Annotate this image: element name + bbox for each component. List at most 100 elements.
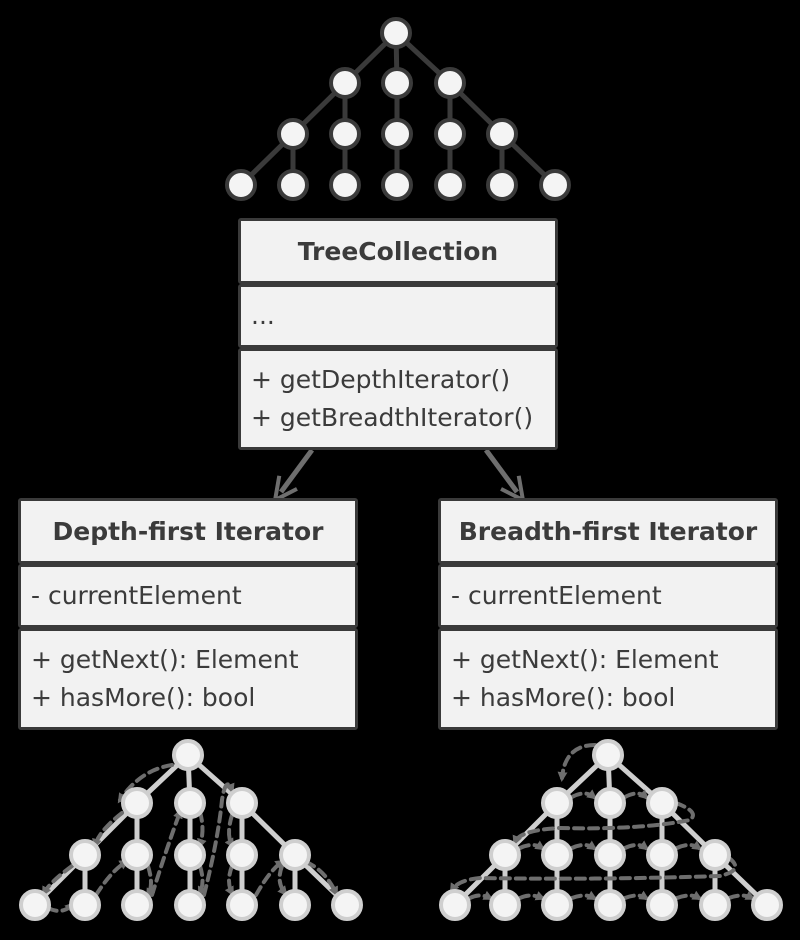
tree-node [486, 169, 518, 201]
tree-collection-methods: + getDepthIterator() + getBreadthIterato… [238, 348, 558, 450]
tree-collection-title-box: TreeCollection [238, 218, 558, 284]
tree-node [331, 889, 363, 921]
traversal-arrow [224, 813, 235, 849]
tree-node [225, 169, 257, 201]
tree-node [541, 787, 573, 819]
breadth-iterator-title: Breadth-first Iterator [458, 516, 758, 546]
breadth-iterator-fields: - currentElement [438, 564, 778, 628]
traversal-arrow [727, 890, 756, 900]
tree-node [434, 118, 466, 150]
tree-node [439, 889, 471, 921]
tree-node [69, 839, 101, 871]
breadth-iterator-method: + getNext(): Element [451, 645, 719, 674]
tree-node [277, 118, 309, 150]
traversal-arrow [202, 782, 235, 897]
tree-node [381, 118, 413, 150]
tree-collection-method: + getBreadthIterator() [251, 403, 534, 432]
tree-node [172, 739, 204, 771]
tree-node [751, 889, 783, 921]
tree-node [69, 889, 101, 921]
traversal-arrow [675, 890, 703, 900]
tree-node [541, 839, 573, 871]
tree-node [381, 67, 413, 99]
depth-iterator-class: Depth-first Iterator - currentElement + … [18, 498, 358, 730]
tree-collection-title: TreeCollection [297, 236, 499, 266]
breadth-iterator-class: Breadth-first Iterator - currentElement … [438, 498, 778, 730]
tree-node [121, 889, 153, 921]
breadth-iterator-title-box: Breadth-first Iterator [438, 498, 778, 564]
depth-iterator-title-box: Depth-first Iterator [18, 498, 358, 564]
tree-node [699, 839, 731, 871]
tree-node [329, 67, 361, 99]
tree-collection-fields: ... [238, 284, 558, 348]
tree-node [539, 169, 571, 201]
traversal-arrow [197, 810, 207, 849]
depth-iterator-field: - currentElement [31, 581, 242, 610]
tree-node [121, 839, 153, 871]
tree-node [489, 889, 521, 921]
tree-collection-method: + getDepthIterator() [251, 365, 511, 394]
tree-node [541, 889, 573, 921]
tree-node [121, 787, 153, 819]
tree-node [594, 787, 626, 819]
depth-tree [19, 739, 363, 921]
tree-node [594, 839, 626, 871]
depth-iterator-method: + hasMore(): bool [31, 683, 256, 712]
breadth-tree [439, 739, 783, 921]
traversal-arrow [512, 801, 695, 846]
tree-node [277, 169, 309, 201]
top-tree [238, 30, 558, 188]
tree-node [174, 889, 206, 921]
tree-node [226, 889, 258, 921]
tree-node [174, 787, 206, 819]
tree-node [594, 889, 626, 921]
tree-node [489, 839, 521, 871]
tree-collection-class: TreeCollection ... + getDepthIterator() … [238, 218, 558, 450]
traversal-arrow [570, 840, 598, 851]
tree-node [329, 118, 361, 150]
traversal-arrow [150, 808, 183, 897]
tree-node [646, 889, 678, 921]
depth-iterator-fields: - currentElement [18, 564, 358, 628]
traversal-arrow [94, 860, 130, 897]
tree-node [646, 839, 678, 871]
traversal-arrow [518, 891, 546, 901]
breadth-iterator-field: - currentElement [451, 581, 662, 610]
tree-node [699, 889, 731, 921]
depth-iterator-methods: + getNext(): Element + hasMore(): bool [18, 628, 358, 730]
tree-collection-field: ... [251, 301, 275, 330]
traversal-arrow [570, 789, 598, 800]
traversal-arrow [224, 864, 234, 897]
tree-node [434, 67, 466, 99]
traversal-arrow [623, 840, 650, 851]
traversal-arrow [277, 864, 288, 897]
traversal-arrow [623, 789, 650, 800]
tree-node [174, 839, 206, 871]
tree-node [381, 169, 413, 201]
traversal-arrow [557, 743, 597, 782]
tree-node [226, 839, 258, 871]
traversal-arrow [92, 811, 124, 849]
depth-iterator-method: + getNext(): Element [31, 645, 299, 674]
traversal-arrow [145, 864, 156, 899]
breadth-iterator-method: + hasMore(): bool [451, 683, 676, 712]
tree-node [486, 118, 518, 150]
tree-node [279, 839, 311, 871]
arrow-to-depth-iterator [273, 448, 315, 503]
traversal-arrow [468, 890, 494, 900]
traversal-arrow [197, 864, 208, 897]
breadth-iterator-methods: + getNext(): Element + hasMore(): bool [438, 628, 778, 730]
tree-node [592, 739, 624, 771]
traversal-arrow [570, 890, 598, 900]
tree-node [646, 787, 678, 819]
traversal-arrow [42, 864, 74, 897]
traversal-arrow [675, 840, 703, 851]
top-tree-nodes [225, 17, 571, 201]
traversal-arrow [304, 860, 338, 897]
tree-node [329, 169, 361, 201]
traversal-arrow [623, 890, 650, 901]
tree-node [434, 169, 466, 201]
traversal-arrow [518, 840, 546, 851]
traversal-arrow [46, 902, 75, 913]
tree-node [19, 889, 51, 921]
